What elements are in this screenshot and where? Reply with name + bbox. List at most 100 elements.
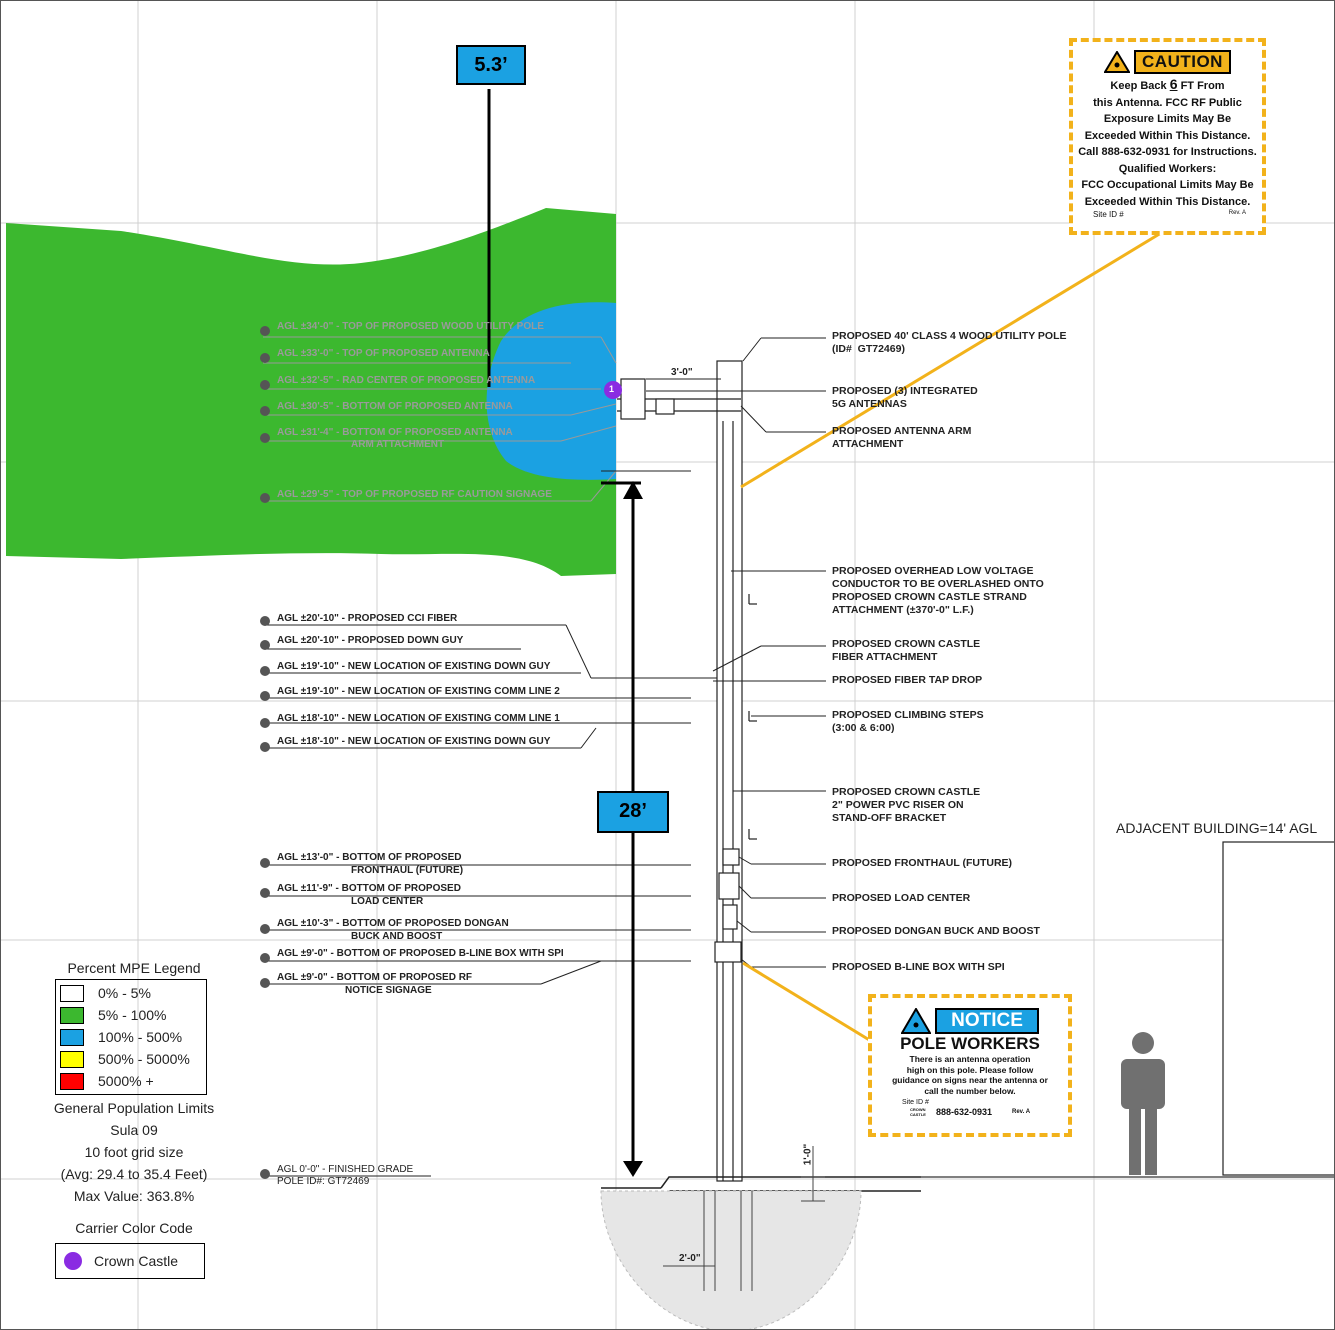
notice-header: NOTICE <box>935 1008 1039 1034</box>
person-silhouette-icon <box>1121 1032 1165 1175</box>
callout-fiber-attachment: PROPOSED CROWN CASTLE FIBER ATTACHMENT <box>832 638 981 663</box>
warning-triangle-icon <box>901 1008 932 1034</box>
caution-rev: Rev. A <box>1228 210 1246 216</box>
legend-note: Max Value: 363.8% <box>73 1188 195 1204</box>
agl-leaders-rf <box>263 336 617 502</box>
caution-line: Exceeded Within This Distance. <box>1084 195 1251 208</box>
agl-label-line2: FRONTHAUL (FUTURE) <box>351 865 464 876</box>
caution-sign: CAUTION Keep Back 6 FT From this Antenna… <box>1069 38 1266 235</box>
agl-label-line2: LOAD CENTER <box>351 896 424 907</box>
caution-site-id: Site ID # <box>1093 210 1124 219</box>
agl-label-line2: NOTICE SIGNAGE <box>345 985 432 996</box>
adjacent-building-label: ADJACENT BUILDING=14' AGL <box>1116 820 1318 836</box>
agl-label: AGL ±18'-10" - NEW LOCATION OF EXISTING … <box>277 736 551 747</box>
foundation <box>600 1190 862 1329</box>
callout-bline-box: PROPOSED B-LINE BOX WITH SPI <box>832 961 1005 973</box>
legend-label: 5000% + <box>98 1073 154 1089</box>
agl-label-line2: ARM ATTACHMENT <box>351 439 445 450</box>
crown-castle-logo: CROWN CASTLE <box>909 1107 926 1117</box>
caution-header: CAUTION <box>1134 50 1231 74</box>
carrier-title: Carrier Color Code <box>75 1220 193 1236</box>
carrier-label: Crown Castle <box>94 1253 179 1269</box>
legend-item: 5000% + <box>60 1070 200 1092</box>
agl-markers <box>260 326 270 1179</box>
legend-swatch <box>60 1028 84 1046</box>
legend-label: 100% - 500% <box>98 1029 183 1045</box>
warning-triangle-icon <box>1104 51 1131 73</box>
legend-swatch <box>60 1006 84 1024</box>
carrier-swatch <box>64 1252 82 1270</box>
grade-dimension-label: 1'-0" <box>802 1143 814 1166</box>
pole-id-label: POLE ID#: GT72469 <box>277 1176 370 1187</box>
agl-label: AGL ±13'-0" - BOTTOM OF PROPOSED <box>277 852 462 863</box>
notice-line: guidance on signs near the antenna or <box>892 1075 1048 1085</box>
callout-riser: PROPOSED CROWN CASTLE 2" POWER PVC RISER… <box>832 786 981 824</box>
foundation-width-label: 2'-0" <box>679 1253 701 1264</box>
callout-antennas: PROPOSED (3) INTEGRATED 5G ANTENNAS <box>832 385 978 410</box>
agl-label: AGL ±19'-10" - NEW LOCATION OF EXISTING … <box>277 686 560 697</box>
agl-label: AGL ±34'-0" - TOP OF PROPOSED WOOD UTILI… <box>277 321 544 332</box>
agl-label: AGL ±30'-5" - BOTTOM OF PROPOSED ANTENNA <box>277 401 513 412</box>
carrier-box: Crown Castle <box>55 1243 205 1279</box>
notice-rev: Rev. A <box>1012 1109 1031 1115</box>
legend-note: 10 foot grid size <box>84 1144 184 1160</box>
adjacent-building <box>1222 841 1334 1176</box>
legend-item: 500% - 5000% <box>60 1048 200 1070</box>
callout-conductor: PROPOSED OVERHEAD LOW VOLTAGE CONDUCTOR … <box>832 565 1044 616</box>
legend-swatch <box>60 1050 84 1068</box>
antenna-marker <box>604 381 622 399</box>
agl-label: AGL ±9'-0" - BOTTOM OF PROPOSED B-LINE B… <box>277 948 564 959</box>
caution-line: Call 888-632-0931 for Instructions. <box>1078 146 1257 158</box>
notice-sign: NOTICE POLE WORKERS There is an antenna … <box>868 994 1072 1137</box>
callout-leaders <box>646 337 826 968</box>
agl-label: AGL ±20'-10" - PROPOSED CCI FIBER <box>277 613 458 624</box>
antenna-marker-label: 1 <box>609 384 615 394</box>
legend-item: 0% - 5% <box>60 982 200 1004</box>
antenna-offset-dimension: 5.3’ <box>456 45 526 85</box>
legend-title: Percent MPE Legend <box>67 960 201 976</box>
caution-pointer <box>740 231 1162 489</box>
callout-buck-boost: PROPOSED DONGAN BUCK AND BOOST <box>832 925 1040 937</box>
caution-line: Exceeded Within This Distance. <box>1084 129 1251 142</box>
caution-line: FCC Occupational Limits May Be <box>1081 179 1254 191</box>
legend-note: (Avg: 29.4 to 35.4 Feet) <box>60 1166 208 1182</box>
grade-label: AGL 0'-0" - FINISHED GRADE <box>277 1164 414 1175</box>
notice-site-id: Site ID # <box>902 1099 929 1106</box>
utility-pole <box>617 360 757 1182</box>
notice-line: high on this pole. Please follow <box>906 1064 1034 1075</box>
agl-label: AGL ±33'-0" - TOP OF PROPOSED ANTENNA <box>277 348 490 359</box>
legend-swatch <box>60 1072 84 1090</box>
agl-leaders <box>263 470 721 1177</box>
legend-swatch <box>60 984 84 1002</box>
mpe-zone-blue <box>486 302 616 480</box>
callout-arm: PROPOSED ANTENNA ARM ATTACHMENT <box>832 425 972 450</box>
legend-item: 5% - 100% <box>60 1004 200 1026</box>
arrow-head-top <box>623 481 643 499</box>
agl-label-line2: BUCK AND BOOST <box>351 931 443 942</box>
legend-box: 0% - 5% 5% - 100% 100% - 500% 500% - 500… <box>55 979 207 1095</box>
agl-label: AGL ±32'-5" - RAD CENTER OF PROPOSED ANT… <box>277 375 536 386</box>
notice-line: call the number below. <box>924 1085 1016 1096</box>
agl-label: AGL ±20'-10" - PROPOSED DOWN GUY <box>277 635 464 646</box>
agl-label: AGL ±18'-10" - NEW LOCATION OF EXISTING … <box>277 713 560 724</box>
agl-label: AGL ±31'-4" - BOTTOM OF PROPOSED ANTENNA <box>277 427 513 438</box>
notice-title: POLE WORKERS <box>900 1034 1040 1053</box>
legend-item: 100% - 500% <box>60 1026 200 1048</box>
caution-line: FT From <box>1177 80 1225 92</box>
arm-length-label: 3'-0" <box>671 367 693 378</box>
mpe-zone-green <box>6 208 616 576</box>
legend-label: 500% - 5000% <box>98 1051 190 1067</box>
callout-pole: PROPOSED 40' CLASS 4 WOOD UTILITY POLE (… <box>832 330 1067 355</box>
keep-back-distance: 6 <box>1169 76 1178 92</box>
callout-load-center: PROPOSED LOAD CENTER <box>832 892 971 904</box>
caution-line: Exposure Limits May Be <box>1103 113 1232 125</box>
arrow-head-bottom <box>623 1161 643 1177</box>
caution-line: this Antenna. FCC RF Public <box>1093 96 1242 109</box>
legend-note: Sula 09 <box>110 1122 158 1138</box>
legend-note: General Population Limits <box>53 1100 215 1116</box>
agl-label: AGL ±9'-0" - BOTTOM OF PROPOSED RF <box>277 972 473 983</box>
legend-label: 0% - 5% <box>98 985 151 1001</box>
notice-pointer <box>742 961 872 1043</box>
